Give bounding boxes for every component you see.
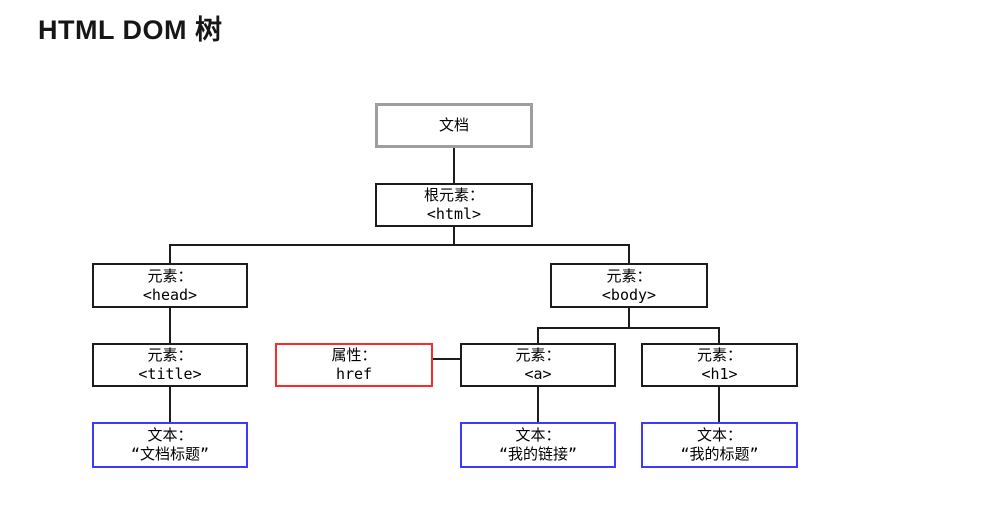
connector-head-to-title (169, 308, 171, 343)
node-text-document-title: 文本： “文档标题” (92, 422, 248, 468)
node-element-h1: 元素： <h1> (641, 343, 798, 387)
connector-h1-to-text (718, 387, 720, 422)
node-label: 元素： (147, 346, 193, 364)
node-value: <title> (138, 365, 202, 383)
node-label: 元素： (515, 346, 561, 364)
node-element-head: 元素： <head> (92, 263, 248, 308)
node-root-element-html: 根元素： <html> (375, 183, 533, 227)
connector-rail-to-body (628, 244, 630, 263)
connector-body-children-rail (537, 327, 720, 329)
node-element-title: 元素： <title> (92, 343, 248, 387)
page-title: HTML DOM 树 (38, 15, 223, 45)
node-value: “文档标题” (130, 445, 210, 463)
node-label: 根元素： (423, 186, 484, 204)
connector-attribute-to-a (433, 358, 460, 360)
node-label: 元素： (606, 266, 652, 285)
node-element-a: 元素： <a> (460, 343, 616, 387)
node-value: “我的标题” (680, 445, 759, 463)
connector-html-stub (453, 227, 455, 244)
node-attribute-href: 属性： href (275, 343, 433, 387)
node-label: 属性： (331, 346, 377, 364)
node-label: 文本： (147, 426, 193, 444)
node-label: 元素： (696, 346, 742, 364)
node-label: 元素： (147, 266, 193, 285)
node-text-my-heading: 文本： “我的标题” (641, 422, 798, 468)
node-value: <h1> (701, 365, 738, 383)
connector-document-to-html (453, 148, 455, 183)
node-value: <a> (524, 365, 552, 383)
node-value: <body> (601, 285, 657, 304)
connector-body-stub (628, 308, 630, 327)
node-value: <html> (426, 205, 482, 223)
node-label: 文本： (515, 426, 561, 444)
node-label: 文档 (438, 116, 469, 134)
connector-rail-to-a (537, 327, 539, 343)
connector-html-children-rail (169, 244, 630, 246)
node-document: 文档 (375, 103, 533, 148)
node-value: href (335, 365, 373, 383)
node-element-body: 元素： <body> (550, 263, 708, 308)
node-text-my-link: 文本： “我的链接” (460, 422, 616, 468)
connector-rail-to-h1 (718, 327, 720, 343)
node-label: 文本： (696, 426, 742, 444)
node-value: <head> (142, 285, 198, 304)
connector-title-to-text (169, 387, 171, 422)
connector-a-to-text (537, 387, 539, 422)
connector-rail-to-head (169, 244, 171, 263)
node-value: “我的链接” (498, 445, 578, 463)
